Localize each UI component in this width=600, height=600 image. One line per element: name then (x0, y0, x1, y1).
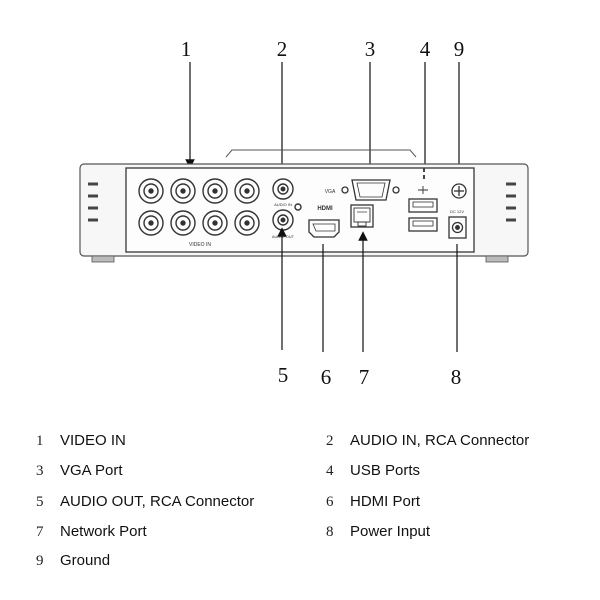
legend-number: 8 (326, 524, 334, 540)
callout-6: 6 (321, 365, 332, 389)
callout-2: 2 (277, 37, 288, 61)
legend-item-audio-out: 5 AUDIO OUT, RCA Connector (36, 493, 254, 511)
power-connector (448, 216, 467, 239)
legend-item-audio-in: 2 AUDIO IN, RCA Connector (326, 432, 529, 450)
legend-number: 4 (326, 463, 334, 479)
legend-item-network-port: 7 Network Port (36, 523, 147, 541)
vga-panel-label: VGA (325, 189, 336, 195)
ground-screw (451, 183, 467, 199)
power-panel-label: DC 12V (450, 209, 464, 214)
callout-7: 7 (359, 365, 370, 389)
legend-label: AUDIO OUT, RCA Connector (60, 493, 255, 510)
legend-number: 6 (326, 494, 334, 510)
usb-connectors (408, 186, 438, 232)
hdmi-panel-label: HDMI (317, 206, 333, 212)
legend-label: HDMI Port (350, 493, 421, 510)
legend-item-usb-ports: 4 USB Ports (326, 462, 420, 480)
legend-label: Ground (60, 552, 111, 569)
audio-out-panel-label: AUDIO OUT (272, 234, 295, 239)
bottom-leader-lines (277, 227, 458, 352)
legend-number: 3 (36, 463, 44, 479)
legend-number: 9 (36, 553, 44, 569)
legend-item-vga-port: 3 VGA Port (36, 462, 123, 480)
bnc-row-top (138, 178, 260, 204)
dvr-device (79, 149, 529, 263)
legend-item-video-in: 1 VIDEO IN (36, 432, 126, 450)
video-in-panel-label: VIDEO IN (189, 242, 211, 248)
hdmi-connector (308, 219, 340, 238)
audio-in-panel-label: AUDIO IN (274, 202, 292, 207)
network-connector (350, 204, 374, 228)
video-in-connectors (138, 178, 260, 236)
callout-8: 8 (451, 365, 462, 389)
callout-5: 5 (278, 363, 289, 387)
callout-4: 4 (420, 37, 431, 61)
legend-label: VIDEO IN (60, 432, 126, 449)
rear-panel-diagram: 1 2 3 4 9 (79, 37, 529, 389)
callout-1: 1 (181, 37, 192, 61)
legend-label: Power Input (350, 523, 431, 540)
legend-number: 7 (36, 524, 44, 540)
legend-item-power-input: 8 Power Input (326, 523, 430, 541)
legend-number: 2 (326, 433, 334, 449)
bnc-row-bottom (138, 210, 260, 236)
legend-number: 1 (36, 433, 44, 449)
legend-label: AUDIO IN, RCA Connector (350, 432, 530, 449)
callout-3: 3 (365, 37, 376, 61)
callout-9: 9 (454, 37, 465, 61)
legend-item-hdmi-port: 6 HDMI Port (326, 493, 420, 511)
legend-number: 5 (36, 494, 44, 510)
legend-label: Network Port (60, 523, 147, 540)
top-leader-lines (185, 62, 464, 187)
legend-item-ground: 9 Ground (36, 552, 110, 570)
legend-label: USB Ports (350, 462, 421, 479)
legend-label: VGA Port (60, 462, 123, 479)
vga-connector (341, 179, 400, 201)
